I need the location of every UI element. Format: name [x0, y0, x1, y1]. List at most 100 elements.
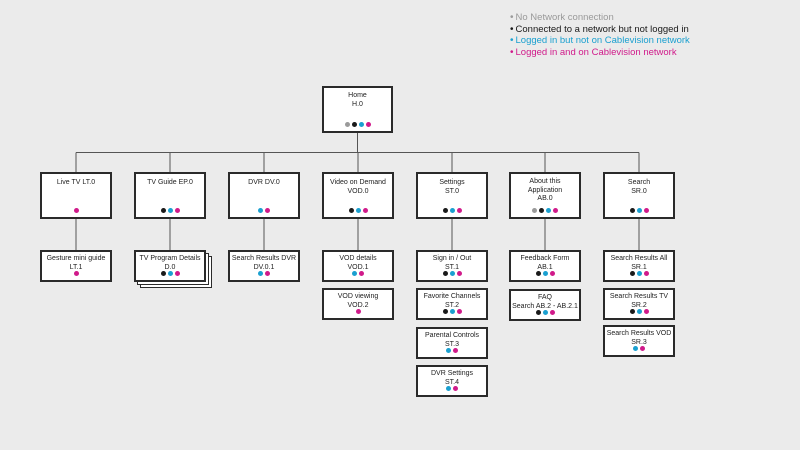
legend-item-none: •No Network connection — [510, 12, 690, 24]
node-title: VOD viewing — [337, 293, 379, 300]
status-dot-net — [160, 271, 166, 276]
legend-item-cv: •Logged in and on Cablevision network — [510, 47, 690, 59]
status-dot-login — [355, 208, 361, 213]
node-code: DV.0.1 — [253, 263, 275, 271]
node-title: VOD details — [339, 255, 377, 262]
legend-label: Connected to a network but not logged in — [515, 23, 689, 35]
legend-item-net: •Connected to a network but not logged i… — [510, 24, 690, 36]
status-dots — [511, 310, 579, 316]
node-title: Search Results DVR — [231, 255, 297, 262]
status-dots — [418, 309, 486, 315]
status-dot-cv — [549, 271, 555, 276]
status-dots — [605, 208, 673, 214]
node-code: ST.4 — [444, 378, 459, 386]
node-title: TV Program Details — [139, 255, 201, 262]
status-dot-cv — [365, 122, 371, 127]
node-title: Search Results VOD — [606, 330, 672, 337]
node-tv-guide: TV Guide EP.0 — [134, 172, 206, 219]
status-dots — [418, 386, 486, 392]
status-dot-cv — [359, 271, 364, 276]
status-dot-net — [539, 208, 544, 213]
node-title: FAQ — [537, 294, 552, 301]
node-code: AB.0 — [537, 195, 553, 202]
node-title: Favorite Channels — [423, 293, 481, 300]
node-title: Feedback Form — [520, 255, 570, 262]
status-dot-net — [442, 309, 448, 314]
node-code: SR.3 — [631, 338, 647, 346]
status-dot-cv — [456, 309, 462, 314]
status-dot-login — [446, 386, 451, 391]
node-title: TV Guide EP.0 — [147, 179, 193, 186]
node-title: About this Application — [527, 178, 563, 194]
node-title: Search Results All — [610, 255, 668, 262]
status-dot-login — [167, 208, 173, 213]
status-dot-login — [446, 348, 451, 353]
node-title: Parental Controls — [424, 332, 480, 339]
status-dot-cv — [643, 309, 649, 314]
status-dot-login — [167, 271, 173, 276]
status-dot-cv — [553, 208, 558, 213]
node-code: ST.3 — [444, 340, 459, 348]
status-dots — [230, 271, 298, 277]
status-dot-cv — [456, 271, 462, 276]
status-dots — [605, 271, 673, 277]
node-code: ST.2 — [444, 301, 459, 309]
node-code: VOD.0 — [347, 187, 369, 195]
node-title: Search — [627, 179, 651, 186]
status-dot-login — [636, 309, 642, 314]
status-dot-cv — [355, 309, 361, 314]
node-code: Search AB.2 - AB.2.1 — [512, 302, 578, 310]
status-dot-net — [348, 208, 354, 213]
status-dots — [230, 208, 298, 214]
legend-item-login: •Logged in but not on Cablevision networ… — [510, 35, 690, 47]
status-dot-cv — [174, 271, 180, 276]
status-dot-login — [542, 310, 548, 315]
status-dot-cv — [73, 271, 79, 276]
status-dot-cv — [453, 348, 458, 353]
status-dot-login — [258, 271, 263, 276]
node-live-tv: Live TV LT.0 — [40, 172, 112, 219]
node-title: Video on Demand — [330, 179, 386, 186]
node-code: ST.1 — [444, 263, 459, 271]
status-dots — [42, 208, 110, 214]
node-dvr: DVR DV.0 — [228, 172, 300, 219]
status-dots — [418, 208, 486, 214]
status-dots — [324, 122, 391, 128]
node-code: LT.1 — [69, 263, 83, 271]
status-dot-net — [535, 310, 541, 315]
status-dot-cv — [643, 208, 649, 213]
status-dots — [418, 348, 486, 354]
status-dots — [324, 309, 392, 315]
node-title: DVR Settings — [430, 370, 474, 377]
status-dot-net — [442, 271, 448, 276]
status-dots — [324, 208, 392, 214]
status-dot-cv — [265, 208, 270, 213]
status-dot-login — [449, 309, 455, 314]
node-code: SR.0 — [631, 187, 647, 195]
legend-label: Logged in but not on Cablevision network — [515, 35, 690, 47]
status-dot-cv — [643, 271, 649, 276]
status-dot-login — [636, 271, 642, 276]
node-code: ST.0 — [444, 187, 459, 195]
node-title: Sign in / Out — [432, 255, 472, 262]
legend-dot-icon: • — [510, 12, 514, 23]
status-dot-cv — [453, 386, 458, 391]
status-dot-net — [351, 122, 357, 127]
status-dot-net — [629, 309, 635, 314]
node-code: SR.1 — [631, 263, 647, 271]
legend-dot-icon: • — [510, 46, 514, 58]
node-code: H.0 — [352, 100, 363, 108]
